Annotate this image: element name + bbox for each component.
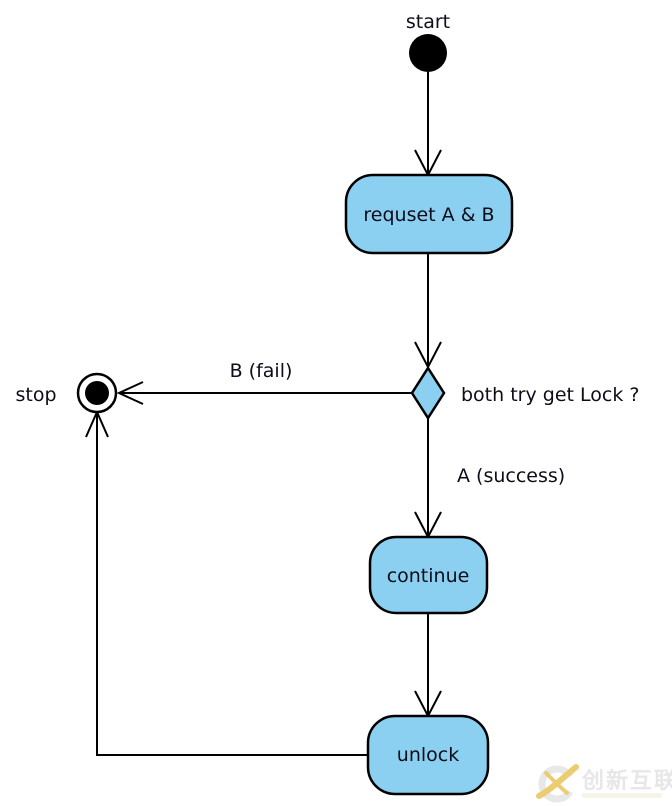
final-state-inner-dot-icon [85,381,109,405]
watermark-logo-ring-icon [538,765,574,803]
fail-branch-label: B (fail) [230,360,293,382]
continue-action-label: continue [387,565,470,587]
watermark: 创新互联 [536,764,672,803]
decision-diamond-icon [410,365,446,421]
request-action-label: requset A & B [363,204,494,226]
continue-action-node [368,535,489,615]
edge-unlock-to-stop [96,414,368,756]
watermark-brand-text: 创新互联 [581,768,672,794]
arrowhead-into-stop-left-icon [116,381,144,405]
stop-label: stop [15,384,56,406]
request-action-node [344,173,514,255]
unlock-action-node [366,714,490,796]
unlock-action-label: unlock [397,744,459,766]
watermark-logo-swoosh-cross-icon [544,771,569,795]
decision-label: both try get Lock ? [461,384,639,406]
diagram-edges [85,72,442,756]
watermark-subtext-strip [582,793,662,798]
initial-state-icon [409,34,447,72]
start-label: start [406,11,450,33]
success-branch-label: A (success) [457,465,565,487]
